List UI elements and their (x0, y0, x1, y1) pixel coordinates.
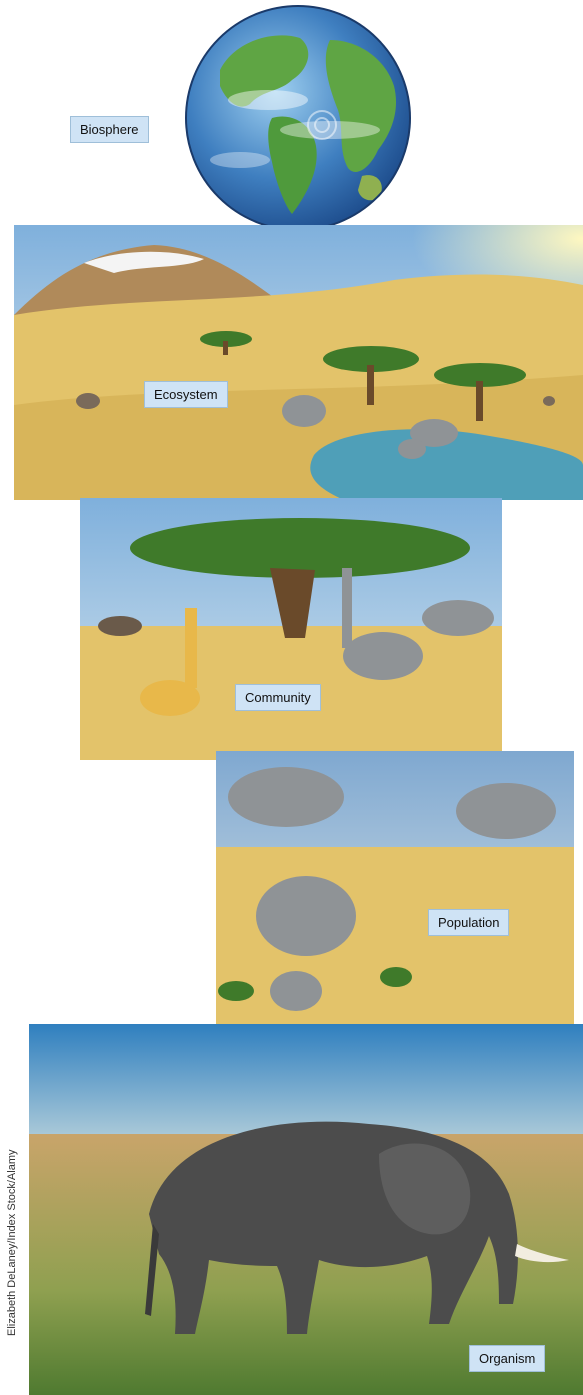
ecosystem-label: Ecosystem (144, 381, 228, 408)
earth-globe-illustration (180, 0, 420, 245)
elephant-population-illustration (216, 751, 574, 1024)
ecosystem-panel (14, 225, 583, 500)
savanna-community-illustration (80, 498, 502, 760)
population-label: Population (428, 909, 509, 936)
organism-label: Organism (469, 1345, 545, 1372)
biosphere-panel (180, 0, 420, 245)
savanna-ecosystem-illustration (14, 225, 583, 500)
community-panel (80, 498, 502, 760)
population-panel (216, 751, 574, 1024)
photo-credit: Elizabeth DeLaney/Index Stock/Alamy (6, 1176, 18, 1336)
organism-panel (29, 1024, 583, 1395)
biosphere-label: Biosphere (70, 116, 149, 143)
elephant-organism-photo (29, 1024, 583, 1395)
community-label: Community (235, 684, 321, 711)
